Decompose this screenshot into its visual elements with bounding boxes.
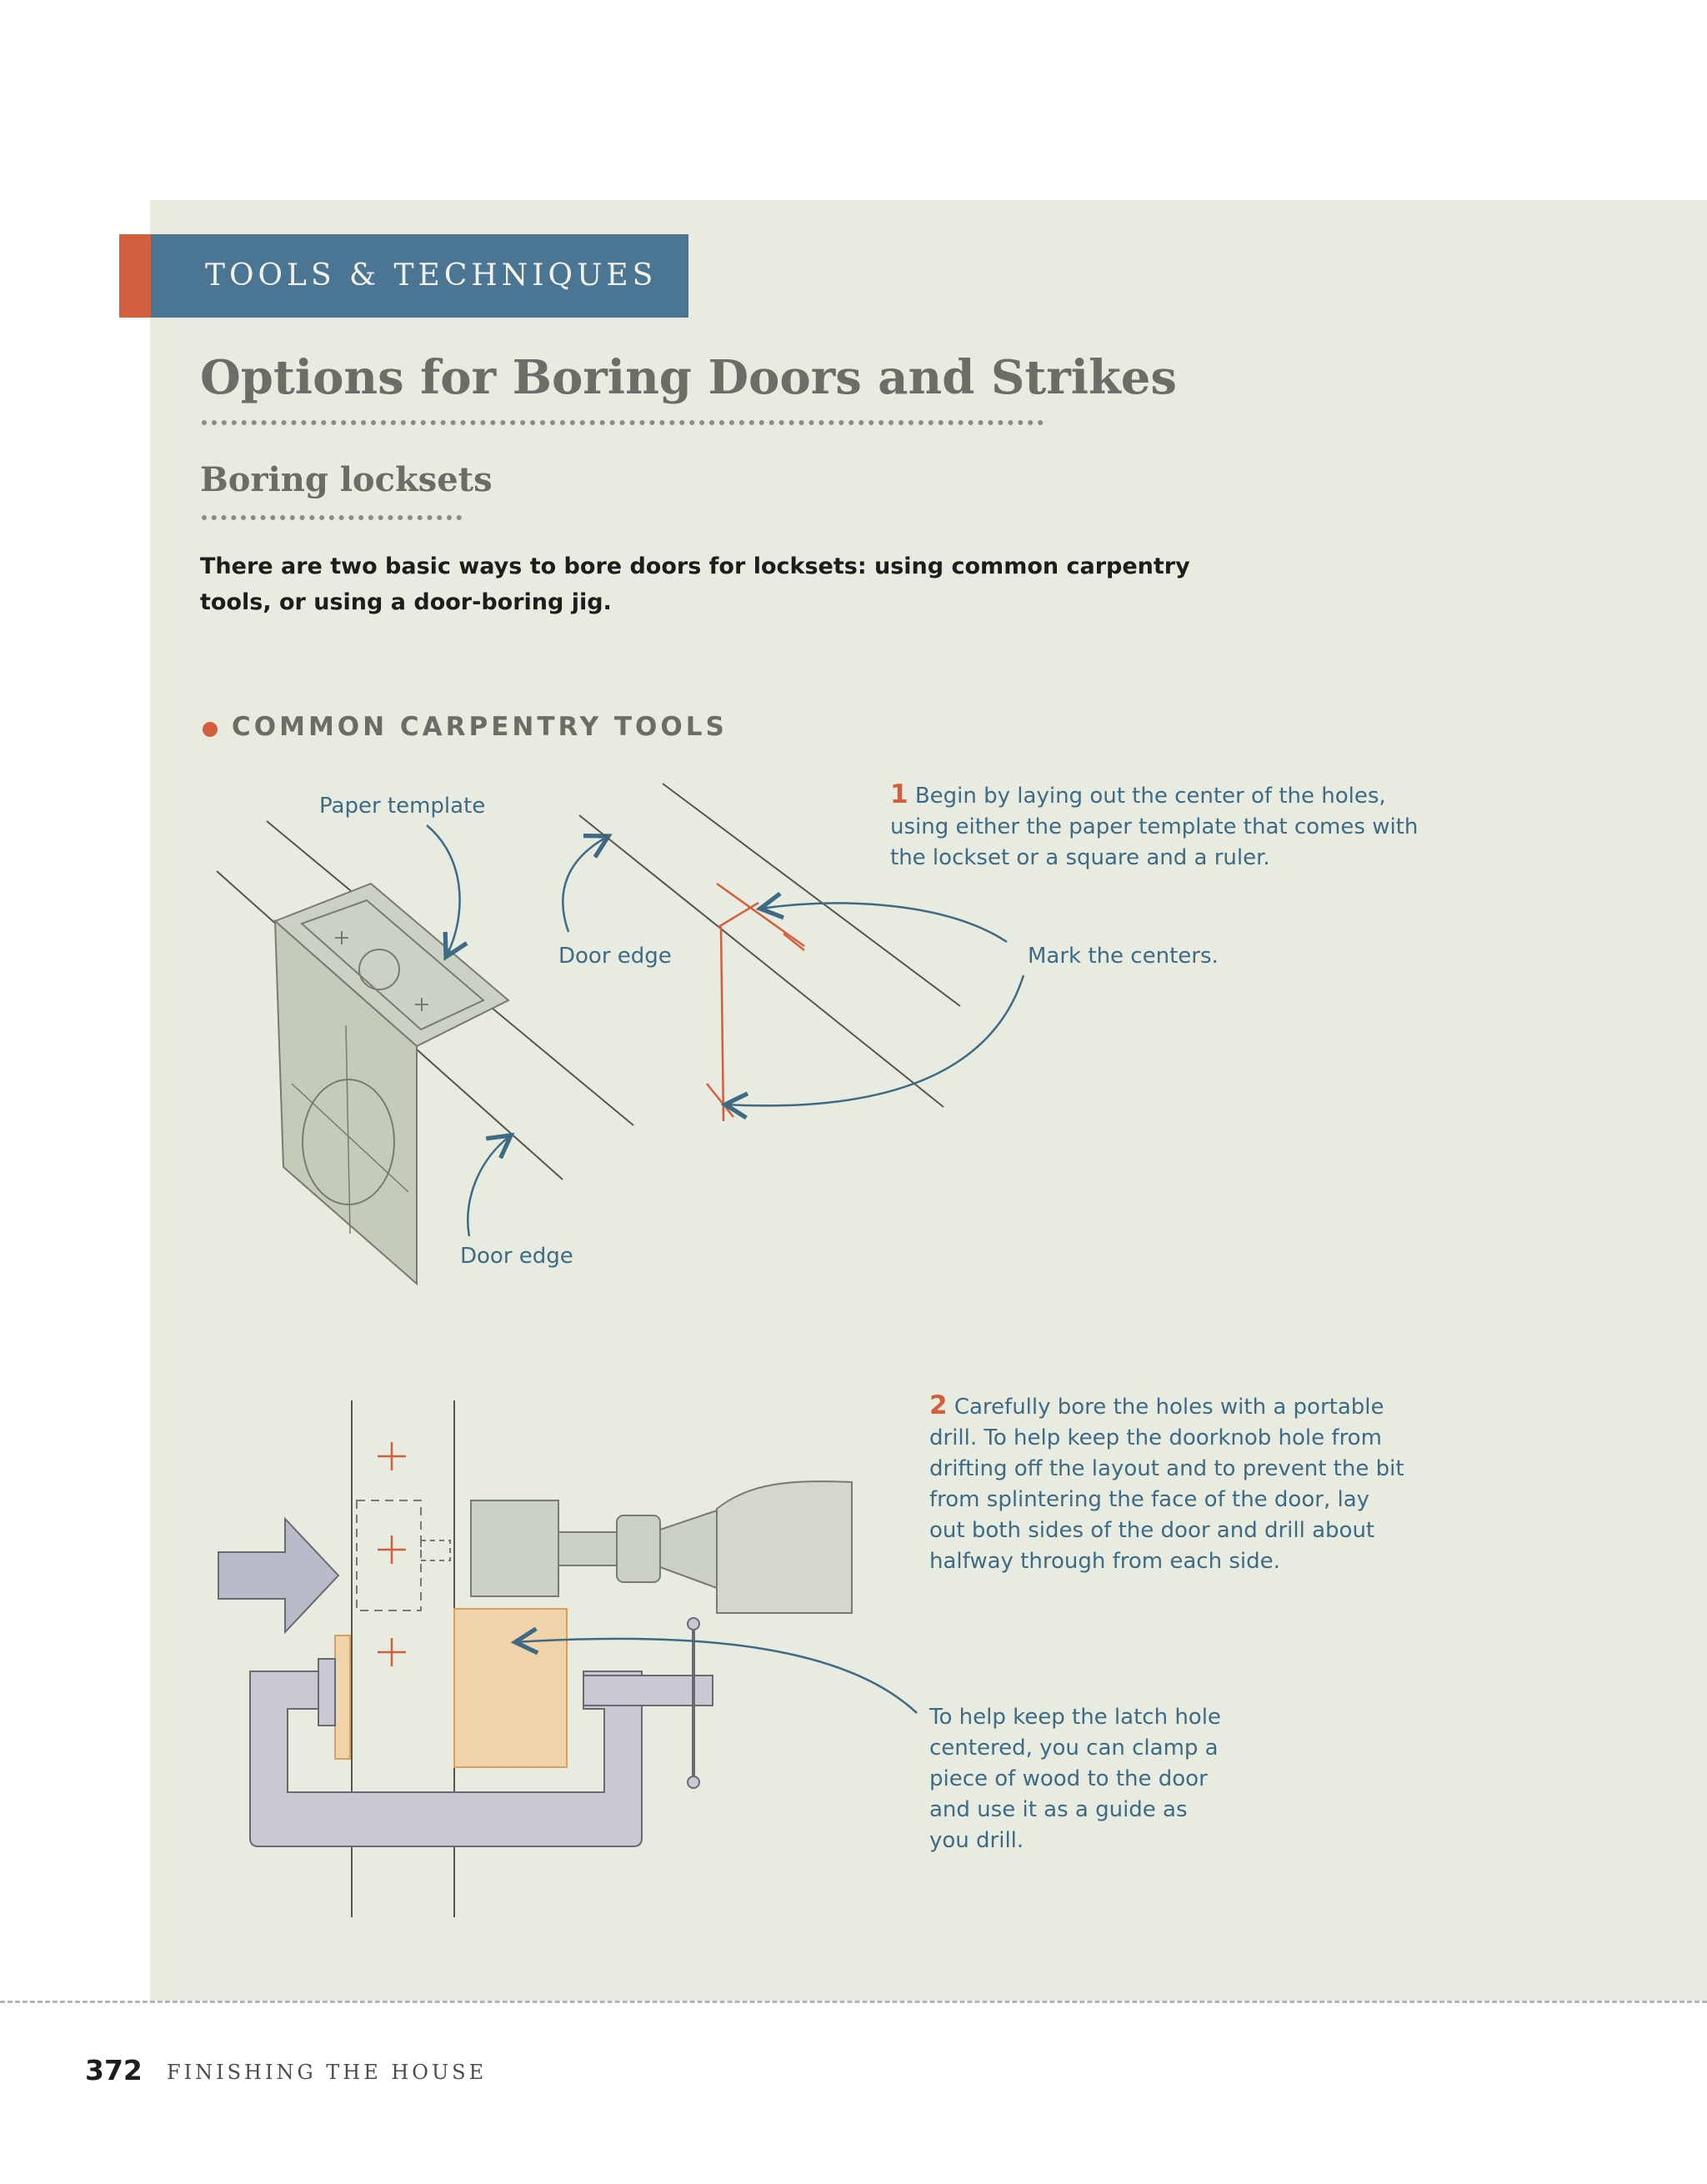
- page-title: Options for Boring Doors and Strikes: [200, 350, 1177, 405]
- step-text: Begin by laying out the center of the ho…: [890, 784, 1419, 870]
- intro-paragraph: There are two basic ways to bore doors f…: [200, 554, 1190, 615]
- page-number: 372: [85, 2054, 143, 2086]
- tag-accent-bar: [119, 234, 151, 318]
- title-dotted-rule: [202, 420, 1044, 425]
- page-subtitle: Boring locksets: [200, 460, 493, 499]
- step-2-caption: 2 Carefully bore the holes with a portab…: [929, 1390, 1409, 1577]
- step-number: 2: [929, 1390, 948, 1420]
- step-text: Carefully bore the holes with a portable…: [929, 1395, 1404, 1574]
- template-on-door-illustration: [216, 820, 634, 1286]
- subtitle-dotted-rule: [202, 515, 462, 520]
- step-number: 1: [890, 779, 909, 809]
- running-footer-title: FINISHING THE HOUSE: [167, 2061, 488, 2084]
- label-door-edge-top: Door edge: [558, 944, 672, 969]
- section-tag: TOOLS & TECHNIQUES: [151, 234, 688, 318]
- label-door-edge-bottom: Door edge: [460, 1244, 573, 1269]
- bullet-icon: [203, 722, 218, 737]
- label-mark-centers: Mark the centers.: [1028, 944, 1219, 969]
- label-paper-template: Paper template: [319, 794, 486, 819]
- step-1-caption: 1 Begin by laying out the center of the …: [890, 779, 1424, 874]
- section-heading: COMMON CARPENTRY TOOLS: [232, 712, 728, 742]
- guide-block-note: To help keep the latch hole centered, yo…: [929, 1705, 1221, 1853]
- footer-dashed-rule: [0, 2001, 1707, 2003]
- door-edge-layout-illustration: [578, 783, 961, 1122]
- drilling-with-guide-illustration: [218, 1400, 853, 1917]
